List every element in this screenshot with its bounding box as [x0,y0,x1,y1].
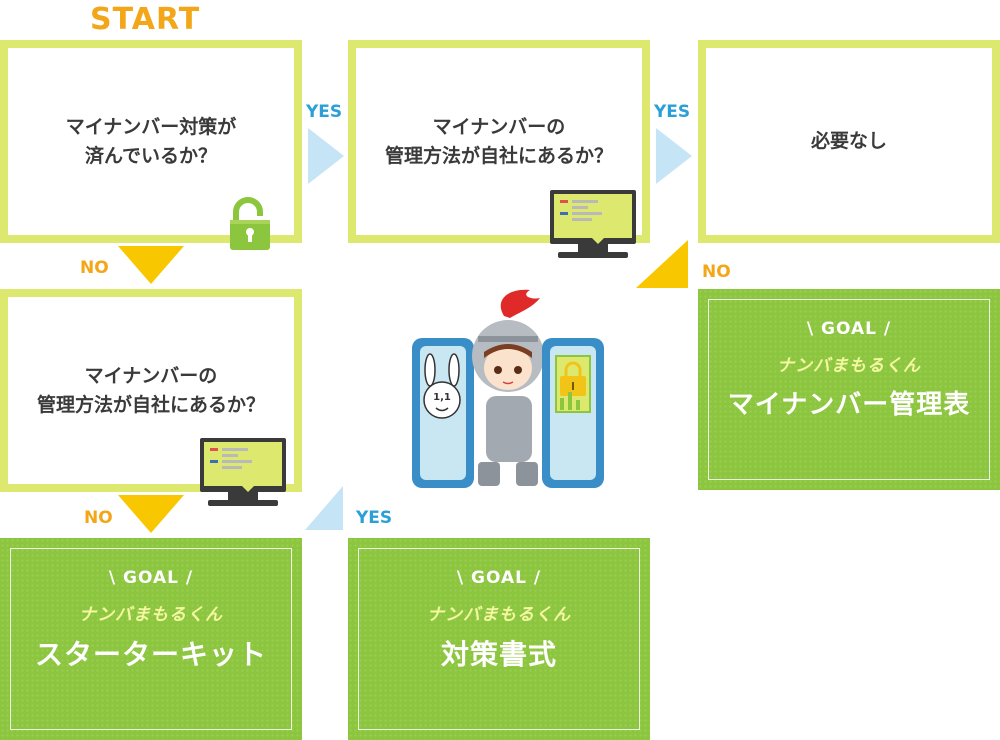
goal-box-table: \ GOAL / ナンバまもるくん マイナンバー管理表 [698,289,1000,490]
monitor-icon [200,438,286,506]
mascot-badge-text: 1,1 [433,392,451,403]
knight-mascot: 1,1 [412,289,604,488]
goal-title: マイナンバー管理表 [727,390,971,420]
padlock-icon [230,197,270,250]
goal-title: スターターキット [34,638,267,671]
edge-label-q4-doc: YES [356,508,393,528]
edge-label-q2-q3: YES [654,102,691,122]
goal-brand: ナンバまもるくん [427,605,571,625]
goal-brand: ナンバまもるくん [79,605,223,625]
goal-brand: ナンバまもるくん [777,356,921,376]
goal-box-starter: \ GOAL / ナンバまもるくん スターターキット [0,538,302,740]
arrow-diag-q4-doc [305,486,343,530]
edge-label-q1-q2: YES [306,102,343,122]
arrow-down-q4-starter [118,495,184,533]
question-text-q3: 必要なし [810,130,887,153]
goal-tag: \ GOAL / [108,568,194,588]
goal-box-doc: \ GOAL / ナンバまもるくん 対策書式 [348,538,650,740]
edge-label-q2-table: NO [702,262,731,282]
goal-tag: \ GOAL / [456,568,542,588]
monitor-icon [550,190,636,258]
start-label: START [90,2,201,37]
arrow-diag-q2-table [636,240,688,288]
question-text-q2: マイナンバーの 管理方法が自社にあるか？ [384,116,613,167]
question-box-q3: 必要なし [698,40,1000,243]
question-text-q4: マイナンバーの 管理方法が自社にあるか？ [36,365,265,416]
goal-frame [10,548,292,730]
arrow-right-q2-q3 [656,128,692,184]
goal-tag: \ GOAL / [806,319,892,339]
goal-title: 対策書式 [440,638,557,671]
goal-frame [358,548,640,730]
goal-frame [708,299,990,480]
question-box-q1: マイナンバー対策が 済んでいるか？ [0,40,302,243]
arrow-right-q1-q2 [308,128,344,184]
edge-label-q1-q4: NO [80,258,109,278]
arrow-down-q1-q4 [118,246,184,284]
edge-label-q4-starter: NO [84,508,113,528]
question-box-q2: マイナンバーの 管理方法が自社にあるか？ [348,40,650,243]
question-text-q1: マイナンバー対策が 済んでいるか？ [65,116,237,167]
